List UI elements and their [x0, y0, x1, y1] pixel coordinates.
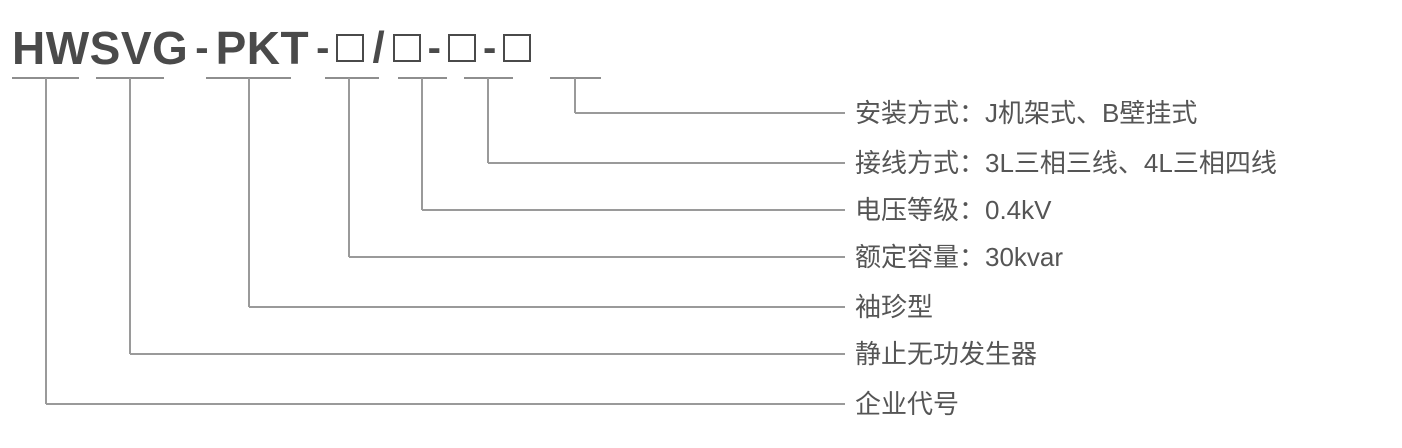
code-slash: / — [372, 23, 385, 72]
callout-label-svg-device: 静止无功发生器 — [855, 339, 1038, 369]
code-placeholder-capacity — [336, 34, 365, 62]
code-segment-hwsvg: HWSVG — [12, 22, 189, 74]
code-placeholder-mounting — [503, 34, 532, 62]
code-separator-2: - — [316, 26, 330, 70]
code-placeholder-voltage — [392, 34, 421, 62]
code-separator-4: - — [483, 26, 497, 70]
callout-label-capacity: 额定容量：30kvar — [855, 242, 1064, 272]
model-code-row: HWSVG - PKT - / - - — [12, 20, 532, 76]
code-separator-3: - — [427, 26, 441, 70]
callout-label-mounting: 安装方式：J机架式、B壁挂式 — [855, 98, 1198, 128]
callout-label-pocket: 袖珍型 — [855, 292, 934, 322]
callout-label-wiring: 接线方式：3L三相三线、4L三相四线 — [855, 148, 1277, 178]
code-placeholder-wiring — [448, 34, 476, 62]
callout-label-company: 企业代号 — [855, 389, 960, 419]
code-separator-1: - — [195, 26, 209, 70]
callout-label-voltage: 电压等级：0.4kV — [855, 195, 1052, 225]
code-segment-pkt: PKT — [215, 22, 310, 74]
